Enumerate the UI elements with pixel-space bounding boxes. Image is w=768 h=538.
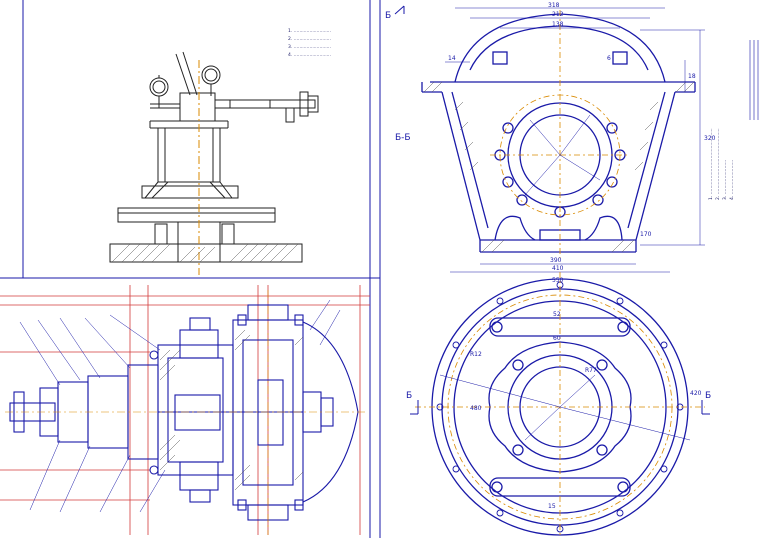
section-note-3: 3. ........................ <box>722 160 728 200</box>
plan-dim-4: R77 <box>585 367 597 374</box>
plan-dim-6: 420 <box>690 390 702 397</box>
fixture-notes: 1. .......................... 2. .......… <box>288 28 331 58</box>
indicator-fixture-view <box>109 51 319 275</box>
dim-top-1: 318 <box>548 2 560 9</box>
section-notes: 1. .....................................… <box>708 128 735 200</box>
housing-section-view: 318 212 138 14 6 390 410 18 170 320 Б-Б <box>395 2 716 273</box>
fixture-note-4: 4. .......................... <box>288 52 331 58</box>
plan-dim-5: R12 <box>470 351 482 358</box>
dim-top-4: 14 <box>448 55 456 62</box>
housing-plan-view: Б Б 550 52 60 R77 R12 420 480 15 <box>406 272 711 538</box>
sheet-frame <box>0 0 381 538</box>
dim-side-1: 18 <box>688 73 696 80</box>
dim-side-2: 170 <box>640 231 652 238</box>
section-note-4: 4. ........................ <box>729 160 735 200</box>
plan-dim-3: 60 <box>553 335 561 342</box>
fixture-hatching <box>111 243 299 263</box>
right-edge-stamp <box>749 40 759 120</box>
plan-dim-8: 15 <box>548 503 556 510</box>
gear-assembly-view <box>0 285 370 535</box>
dim-top-5: 6 <box>607 55 611 62</box>
section-marker-label: Б <box>385 11 391 21</box>
fixture-note-2: 2. .......................... <box>288 36 331 42</box>
dim-bottom-1: 390 <box>550 257 562 264</box>
section-arrow-right-label: Б <box>705 391 711 401</box>
plan-dim-7: 480 <box>470 405 482 412</box>
section-dimensions: 318 212 138 14 6 390 410 18 170 320 <box>448 2 716 272</box>
section-marker: Б <box>385 5 405 21</box>
plan-dim-2: 52 <box>553 311 561 318</box>
section-view-label: Б-Б <box>395 133 411 143</box>
section-arrow-left-label: Б <box>406 391 412 401</box>
section-note-1: 1. .....................................… <box>708 128 714 200</box>
fixture-note-3: 3. .......................... <box>288 44 331 50</box>
dim-top-2: 212 <box>552 11 564 18</box>
plan-dimensions: 550 52 60 R77 R12 420 480 15 <box>470 277 702 510</box>
section-note-2: 2. .....................................… <box>715 128 721 200</box>
dim-top-3: 138 <box>552 21 564 28</box>
plan-dim-1: 550 <box>552 277 564 284</box>
dim-bottom-2: 410 <box>552 265 564 272</box>
dim-side-3: 320 <box>704 135 716 142</box>
fixture-note-1: 1. .......................... <box>288 28 331 34</box>
